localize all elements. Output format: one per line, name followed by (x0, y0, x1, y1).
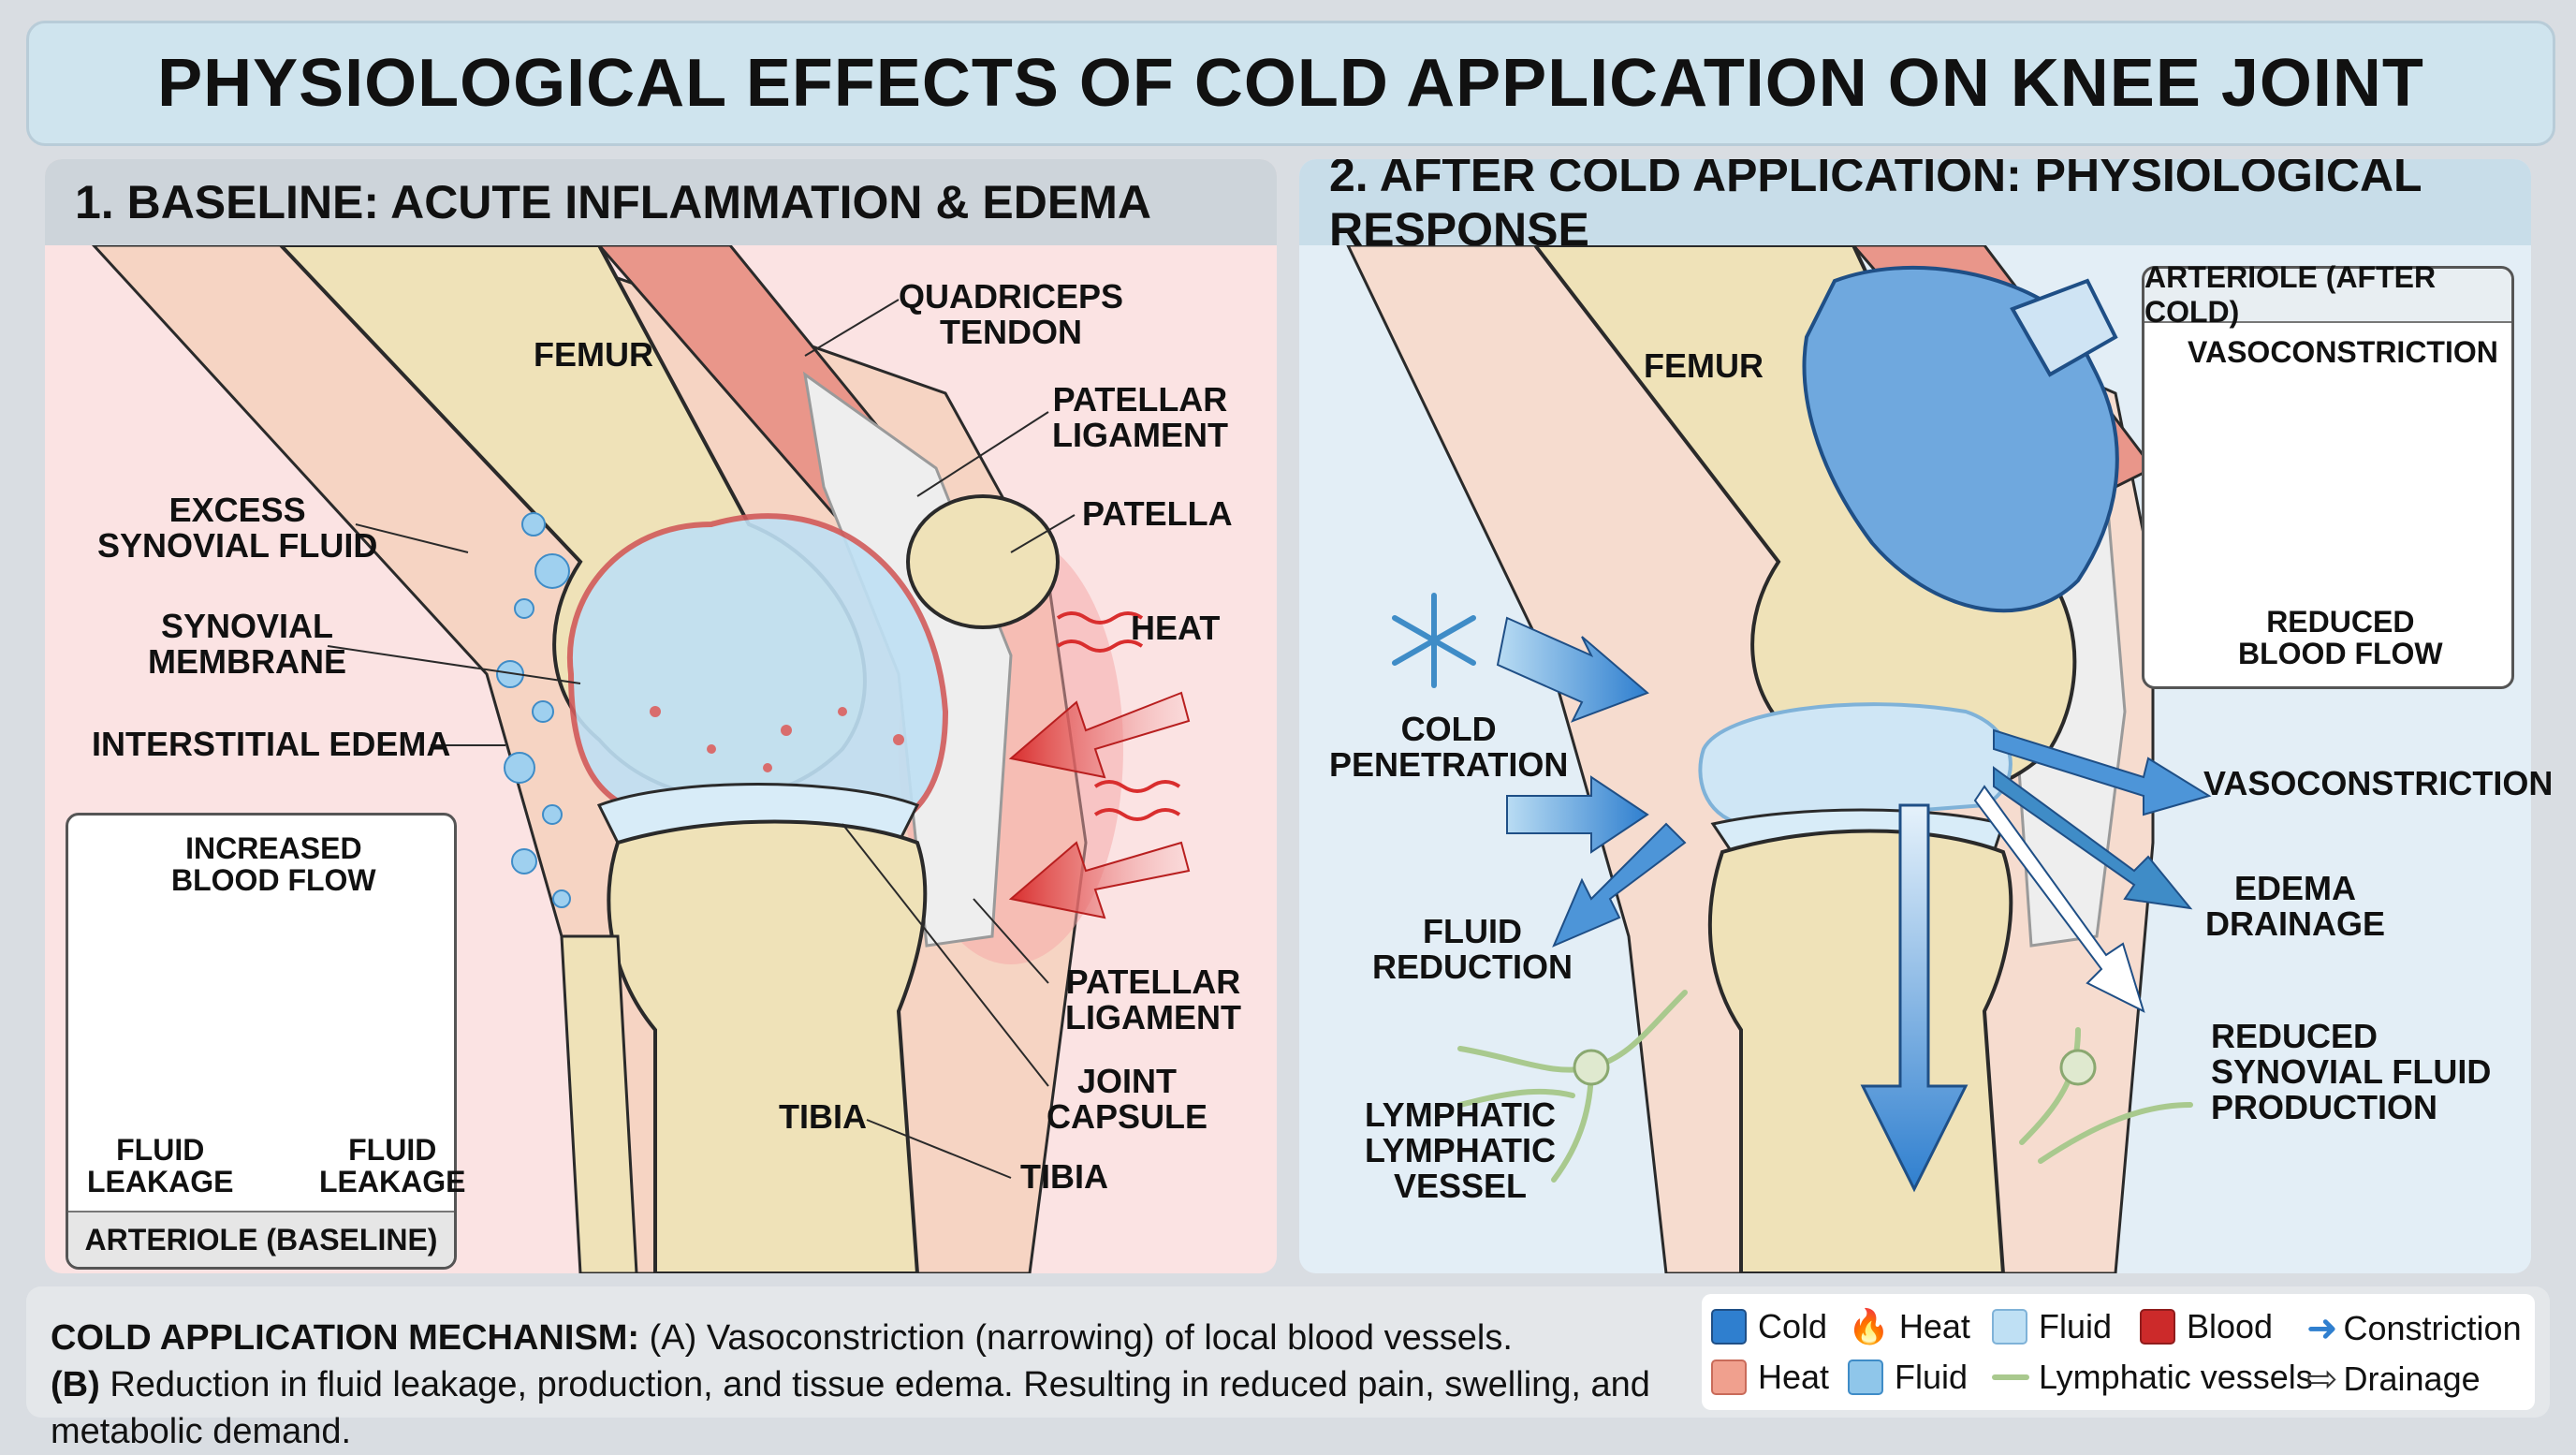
label-synovial-membrane: SYNOVIAL MEMBRANE (148, 607, 346, 681)
legend-label-lymphatic: Lymphatic vessels (2039, 1358, 2313, 1396)
label-fluid-reduction: FLUID REDUCTION (1372, 912, 1573, 986)
legend-label-heat: Heat (1758, 1358, 1830, 1396)
label-quadriceps-tendon: QUADRICEPS TENDON (899, 277, 1124, 351)
legend-item-blood: Blood (2140, 1307, 2273, 1346)
label-tibia-inner: TIBIA (779, 1097, 867, 1136)
fluid-swatch (1992, 1309, 2027, 1345)
cold-swatch (1711, 1309, 1747, 1345)
label-fluid-leakage-right: FLUID LEAKAGE (319, 1133, 466, 1198)
label-joint-capsule: JOINT CAPSULE (1046, 1062, 1208, 1136)
droplet-swatch-icon (1848, 1359, 1883, 1395)
label-inset-vasoconstriction: VASOCONSTRICTION (2188, 335, 2498, 369)
constriction-arrow-icon: ➜ (2306, 1308, 2338, 1349)
baseline-panel-header: 1. BASELINE: ACUTE INFLAMMATION & EDEMA (45, 159, 1277, 245)
label-reduced-blood-flow: REDUCED BLOOD FLOW (2238, 605, 2443, 670)
arteriole-baseline-inset: INCREASED BLOOD FLOW FLUID LEAKAGE FLUID… (66, 813, 465, 1270)
mechanism-line2: Reduction in fluid leakage, production, … (51, 1365, 1650, 1451)
legend-item-cold: Cold (1711, 1307, 1827, 1346)
legend-label-drainage: Drainage (2343, 1359, 2481, 1398)
heat-swatch (1711, 1359, 1747, 1395)
baseline-panel-title: 1. BASELINE: ACUTE INFLAMMATION & EDEMA (75, 176, 1151, 228)
legend-item-fluid-drop: Fluid (1848, 1358, 1968, 1397)
label-cold-penetration: COLD PENETRATION (1329, 710, 1569, 784)
title-bar: PHYSIOLOGICAL EFFECTS OF COLD APPLICATIO… (26, 21, 2555, 146)
legend-item-heat: Heat (1711, 1358, 1829, 1397)
arteriole-baseline-caption-text: ARTERIOLE (BASELINE) (84, 1222, 438, 1257)
arteriole-after-cold-header: ARTERIOLE (AFTER COLD) (2144, 260, 2511, 329)
label-interstitial-edema: INTERSTITIAL EDEMA (92, 725, 451, 763)
arteriole-after-cold-header-text: ARTERIOLE (AFTER COLD) (2144, 260, 2437, 329)
legend-item-heat-flame: 🔥Heat (1848, 1307, 1970, 1346)
baseline-knee (91, 245, 1191, 1273)
label-patella: PATELLA (1082, 494, 1233, 533)
legend: Cold 🔥Heat Fluid Blood ➜Constriction Hea… (1702, 1294, 2535, 1410)
blood-swatch (2140, 1309, 2175, 1345)
arteriole-after-cold-inset: ARTERIOLE (AFTER COLD) VASOCONSTRICTION … (2142, 260, 2514, 689)
page-title: PHYSIOLOGICAL EFFECTS OF COLD APPLICATIO… (157, 46, 2424, 121)
label-excess-synovial-fluid: EXCESS SYNOVIAL FLUID (97, 491, 378, 565)
legend-label-heat-flame: Heat (1898, 1307, 1970, 1345)
legend-item-fluid: Fluid (1992, 1307, 2112, 1346)
label-vasoconstriction: VASOCONSTRICTION (2203, 764, 2554, 802)
vessel-line-icon (1992, 1374, 2029, 1380)
legend-label-fluid: Fluid (2039, 1307, 2113, 1345)
legend-item-lymphatic: Lymphatic vessels (1992, 1358, 2313, 1397)
legend-label-cold: Cold (1758, 1307, 1828, 1345)
legend-item-drainage: ⇨Drainage (2306, 1358, 2481, 1401)
label-tibia-outer: TIBIA (1020, 1157, 1108, 1196)
label-patellar-ligament-top: PATELLAR LIGAMENT (1052, 380, 1228, 454)
label-femur-right: FEMUR (1644, 346, 1764, 385)
label-reduced-synovial-fluid: REDUCED SYNOVIAL FLUID PRODUCTION (2211, 1017, 2492, 1126)
outline-arrow-icon: ⇨ (2306, 1359, 2338, 1400)
label-increased-blood-flow: INCREASED BLOOD FLOW (171, 831, 376, 897)
label-fluid-leakage-left: FLUID LEAKAGE (87, 1133, 234, 1198)
label-heat: HEAT (1131, 609, 1221, 647)
mechanism-text: COLD APPLICATION MECHANISM: (A) Vasocons… (51, 1315, 1698, 1455)
legend-item-constriction: ➜Constriction (2306, 1307, 2522, 1350)
label-femur-left: FEMUR (534, 335, 653, 374)
mechanism-line2-prefix: (B) (51, 1365, 100, 1404)
legend-label-blood: Blood (2187, 1307, 2274, 1345)
flame-icon: 🔥 (1848, 1307, 1890, 1345)
label-patellar-ligament-bottom: PATELLAR LIGAMENT (1065, 963, 1241, 1036)
legend-label-constriction: Constriction (2343, 1309, 2522, 1347)
label-edema-drainage: EDEMA DRAINAGE (2205, 869, 2386, 943)
footer: COLD APPLICATION MECHANISM: (A) Vasocons… (26, 1286, 2550, 1451)
arteriole-baseline-caption: ARTERIOLE (BASELINE) (68, 1211, 454, 1267)
after-cold-knee (1346, 245, 2212, 1273)
mechanism-title: COLD APPLICATION MECHANISM: (51, 1318, 640, 1358)
mechanism-line1: (A) Vasoconstriction (narrowing) of loca… (639, 1318, 1513, 1358)
legend-label-fluid-drop: Fluid (1895, 1358, 1969, 1396)
label-lymphatic-vessel: LYMPHATIC LYMPHATIC VESSEL (1365, 1095, 1557, 1205)
